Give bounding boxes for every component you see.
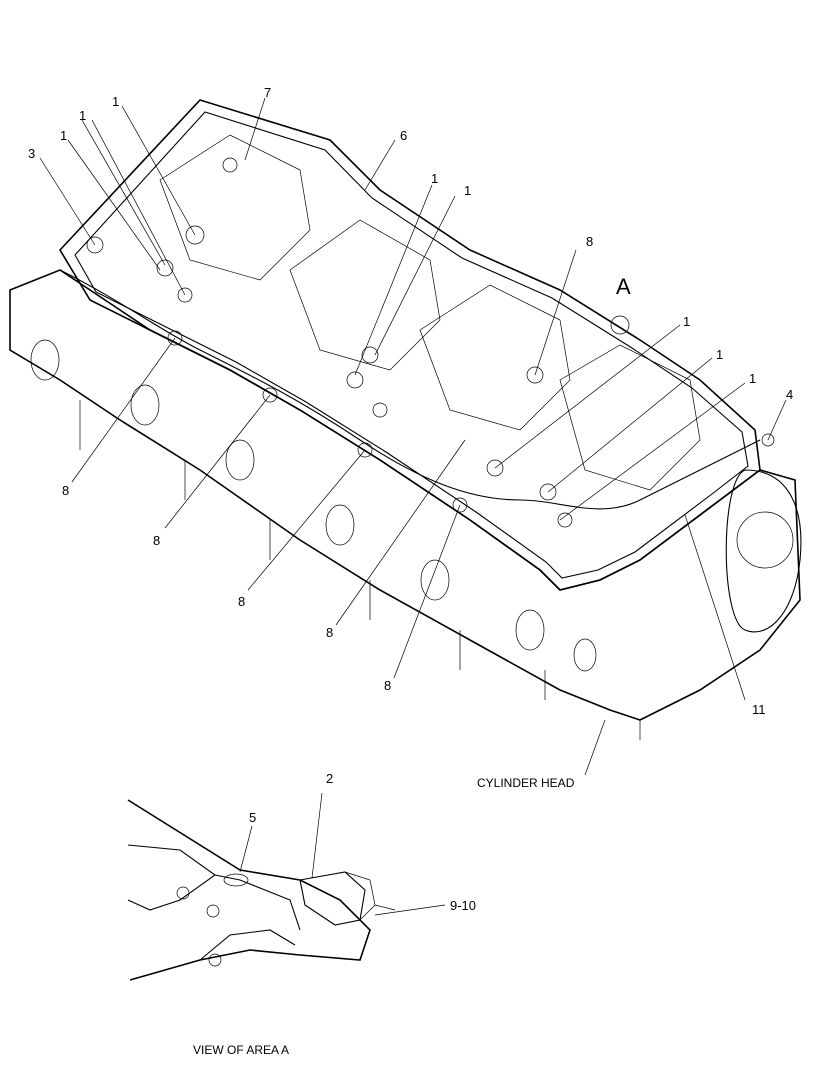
callout-1: 1 [60, 128, 67, 143]
area-a-marker: A [616, 274, 631, 299]
callout-1: 1 [464, 183, 471, 198]
callout-8: 8 [238, 594, 245, 609]
callout-7: 7 [264, 85, 271, 100]
callout-8: 8 [62, 483, 69, 498]
leader-lines [39, 97, 787, 776]
callout-8: 8 [326, 625, 333, 640]
callout-labels: 1 1 1 3 7 6 1 1 8 A 1 1 1 4 8 8 8 8 8 11… [28, 85, 793, 1057]
cylinder-head-drawing [9, 99, 802, 740]
callout-6: 6 [400, 128, 407, 143]
callout-1: 1 [79, 108, 86, 123]
callout-4: 4 [786, 387, 793, 402]
callout-1: 1 [431, 171, 438, 186]
callout-11: 11 [752, 702, 766, 717]
callout-5: 5 [249, 810, 256, 825]
callout-1: 1 [112, 94, 119, 109]
view-of-area-caption: VIEW OF AREA A [193, 1043, 289, 1057]
callout-1: 1 [683, 314, 690, 329]
callout-8: 8 [153, 533, 160, 548]
callout-8: 8 [586, 234, 593, 249]
callout-1: 1 [749, 371, 756, 386]
callout-3: 3 [28, 146, 35, 161]
callout-9-10: 9-10 [450, 898, 476, 913]
callout-8: 8 [384, 678, 391, 693]
area-a-inset-drawing [127, 792, 446, 981]
cylinder-head-caption: CYLINDER HEAD [477, 776, 575, 790]
callout-1: 1 [716, 347, 723, 362]
callout-2: 2 [326, 771, 333, 786]
